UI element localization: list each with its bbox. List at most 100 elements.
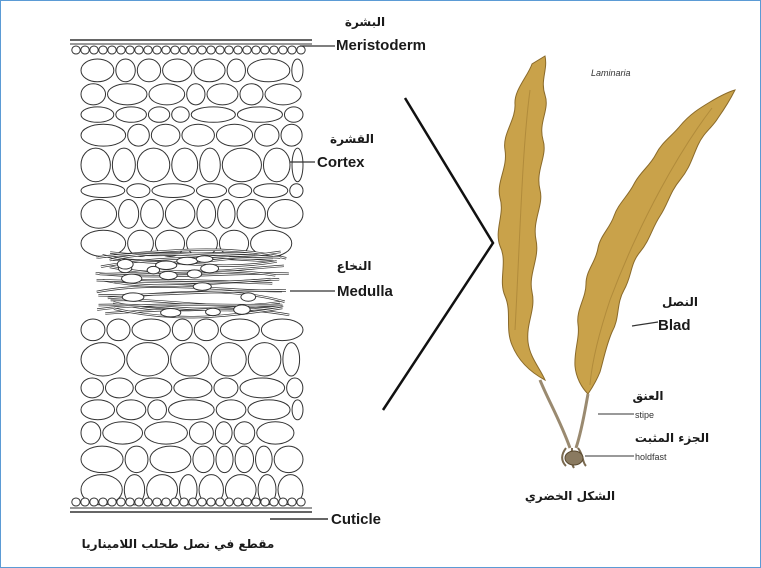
- meristoderm-cell: [126, 46, 134, 54]
- cortex-cell: [214, 378, 238, 398]
- cortex-cell: [274, 446, 303, 473]
- laminaria-plant: [498, 56, 735, 468]
- cortex-cell: [148, 107, 169, 122]
- cortex-cell: [81, 148, 110, 182]
- stipe-left: [540, 380, 570, 448]
- meristoderm-cell: [261, 46, 269, 54]
- label-medulla-ar: النخاع: [337, 259, 372, 273]
- cortex-cell: [248, 343, 281, 376]
- label-cuticle-en: Cuticle: [331, 511, 381, 528]
- meristoderm-cell: [144, 46, 152, 54]
- cortex-cell: [292, 400, 303, 420]
- cortex-cell: [194, 319, 218, 341]
- cortex-cell: [168, 400, 214, 420]
- cortex-cell: [81, 446, 123, 473]
- cortex-cell: [187, 84, 205, 105]
- cortex-cell: [172, 319, 192, 341]
- cortex-cell: [248, 400, 290, 420]
- meristoderm-cell: [153, 498, 161, 506]
- meristoderm-cell: [189, 46, 197, 54]
- cortex-cell: [145, 422, 188, 444]
- meristoderm-cell: [261, 498, 269, 506]
- cortex-cell: [222, 148, 261, 182]
- zoom-bracket: [383, 98, 493, 410]
- cortex-cell: [81, 422, 101, 444]
- cortex-cell: [107, 319, 130, 341]
- cortex-cell: [172, 107, 190, 122]
- cortex-cell: [189, 422, 213, 444]
- cortex-cell: [116, 59, 135, 82]
- meristoderm-cell: [171, 46, 179, 54]
- cortex-cell: [171, 343, 209, 376]
- meristoderm-cell: [234, 498, 242, 506]
- medulla-trumpet-cell: [206, 308, 221, 315]
- cortex-cell: [127, 184, 150, 198]
- meristoderm-cell: [225, 46, 233, 54]
- cortex-cell: [103, 422, 143, 444]
- cortex-cell: [220, 319, 259, 341]
- label-cortex-en: Cortex: [317, 154, 365, 171]
- cortex-cell: [128, 124, 150, 146]
- cross-section: [70, 40, 312, 512]
- cortex-cell: [191, 107, 235, 122]
- meristoderm-cell: [135, 46, 143, 54]
- medulla-trumpet-cell: [160, 271, 178, 279]
- meristoderm-cell: [108, 498, 116, 506]
- cortex-cell: [197, 200, 216, 229]
- cross-section-caption: مقطع في نصل طحلب اللاميناريا: [82, 537, 275, 551]
- meristoderm-cell: [171, 498, 179, 506]
- cortex-cell: [240, 378, 285, 398]
- cortex-cell: [267, 200, 303, 229]
- meristoderm-cell: [72, 46, 80, 54]
- cortex-cell: [105, 378, 133, 398]
- meristoderm-cells-top: [72, 46, 305, 54]
- cortex-cell: [137, 59, 160, 82]
- cortex-cell: [81, 84, 106, 105]
- medulla-trumpet-cell: [177, 257, 198, 264]
- cortex-cell: [292, 148, 303, 182]
- cortex-cell: [235, 446, 253, 473]
- meristoderm-cell: [216, 46, 224, 54]
- medulla-trumpet-cell: [117, 259, 133, 269]
- cortex-cell: [151, 124, 180, 146]
- cortex-cell: [200, 148, 221, 182]
- meristoderm-cell: [288, 46, 296, 54]
- meristoderm-cell: [72, 498, 80, 506]
- meristoderm-cell: [180, 46, 188, 54]
- cortex-cell: [287, 378, 303, 398]
- meristoderm-cell: [180, 498, 188, 506]
- blade-right: [575, 90, 735, 394]
- cortex-cell: [150, 446, 191, 473]
- meristoderm-cell: [99, 498, 107, 506]
- cortex-cell: [81, 400, 115, 420]
- meristoderm-cell: [279, 46, 287, 54]
- cortex-cell: [81, 319, 105, 341]
- label-meristoderm-en: Meristoderm: [336, 37, 426, 54]
- cortex-cell: [247, 59, 289, 82]
- plant-caption: الشكل الخضري: [525, 489, 615, 503]
- blade-left: [498, 56, 546, 380]
- cortex-cell: [284, 107, 303, 122]
- meristoderm-cell: [198, 46, 206, 54]
- label-blade-ar: النصل: [662, 295, 698, 309]
- meristoderm-cell: [90, 46, 98, 54]
- meristoderm-cell: [126, 498, 134, 506]
- meristoderm-cell: [288, 498, 296, 506]
- stipe-right: [576, 394, 588, 448]
- cortex-cell: [163, 59, 192, 82]
- cortex-cell: [108, 84, 147, 105]
- meristoderm-cell: [279, 498, 287, 506]
- cortex-cell: [237, 200, 265, 229]
- cortex-cell: [215, 422, 232, 444]
- label-holdfast-en: holdfast: [635, 452, 667, 462]
- meristoderm-cell: [243, 46, 251, 54]
- label-blade-en: Blad: [658, 317, 691, 334]
- cortex-cell: [81, 59, 114, 82]
- cortex-cell: [165, 200, 195, 229]
- label-stipe-ar: العنق: [632, 389, 663, 403]
- meristoderm-cell: [252, 46, 260, 54]
- cortex-cell: [119, 200, 139, 229]
- cortex-cells-bottom: [81, 319, 303, 505]
- cortex-cell: [216, 124, 252, 146]
- cortex-cell: [81, 124, 126, 146]
